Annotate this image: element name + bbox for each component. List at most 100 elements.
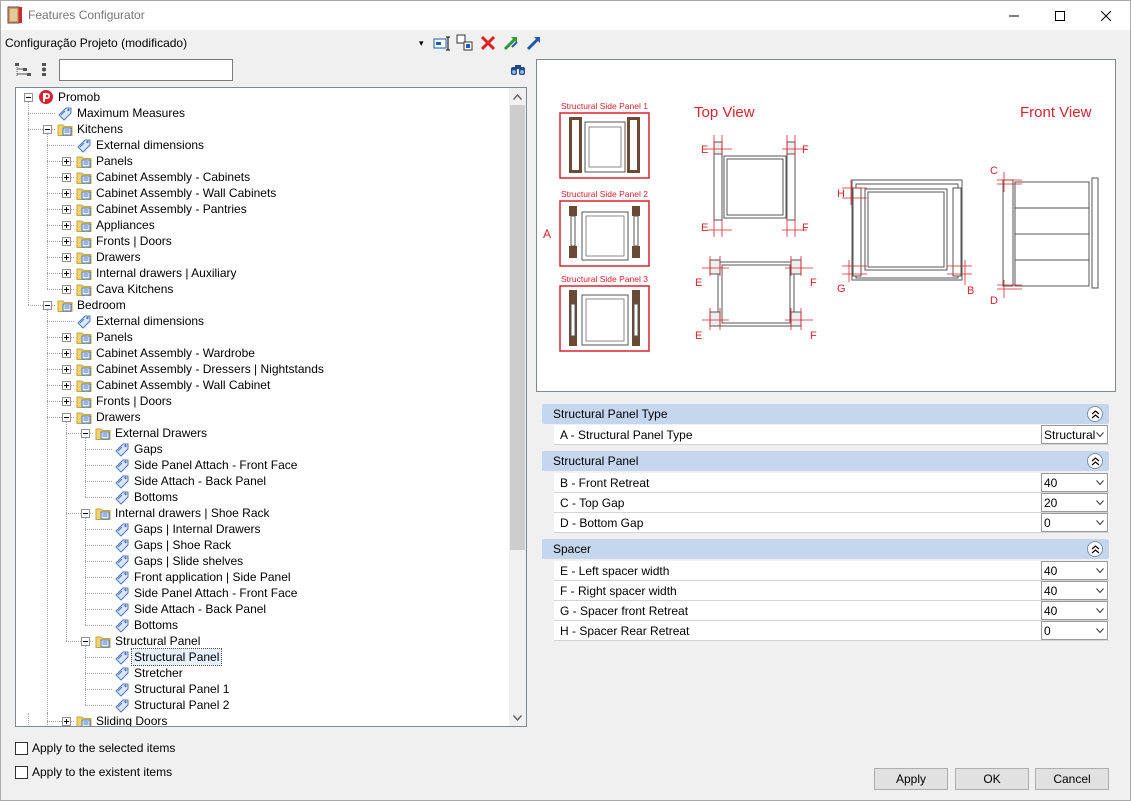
tree-node[interactable]: Cabinet Assembly - Wall Cabinets bbox=[16, 185, 510, 201]
collapse-node-icon[interactable] bbox=[43, 301, 52, 310]
binoculars-icon[interactable] bbox=[509, 61, 527, 79]
tree-node[interactable]: Side Attach - Back Panel bbox=[16, 601, 510, 617]
tree-node[interactable]: Appliances bbox=[16, 217, 510, 233]
scroll-thumb[interactable] bbox=[510, 105, 525, 550]
export-icon[interactable] bbox=[525, 34, 543, 52]
category-structural-panel[interactable]: Structural Panel bbox=[542, 451, 1109, 471]
category-structural-panel-type[interactable]: Structural Panel Type bbox=[542, 404, 1109, 424]
tree-node[interactable]: Kitchens bbox=[16, 121, 510, 137]
tree-node[interactable]: Panels bbox=[16, 329, 510, 345]
tree-node[interactable]: Sliding Doors bbox=[16, 713, 510, 726]
tree-node[interactable]: Stretcher bbox=[16, 665, 510, 681]
top-gap-select[interactable]: 20 bbox=[1041, 493, 1108, 512]
left-spacer-width-select[interactable]: 40 bbox=[1041, 561, 1108, 580]
bottom-gap-select[interactable]: 0 bbox=[1041, 513, 1108, 532]
minimize-button[interactable] bbox=[991, 1, 1037, 30]
delete-configuration-icon[interactable] bbox=[479, 34, 497, 52]
expand-node-icon[interactable] bbox=[62, 189, 71, 198]
tree-node[interactable]: Internal drawers | Shoe Rack bbox=[16, 505, 510, 521]
search-input[interactable] bbox=[59, 59, 233, 81]
right-spacer-width-select[interactable]: 40 bbox=[1041, 581, 1108, 600]
tree-node[interactable]: Gaps bbox=[16, 441, 510, 457]
expand-node-icon[interactable] bbox=[62, 221, 71, 230]
tree-node[interactable]: Internal drawers | Auxiliary bbox=[16, 265, 510, 281]
scroll-down-button[interactable] bbox=[509, 709, 526, 726]
apply-selected-checkbox[interactable] bbox=[15, 741, 28, 755]
apply-existent-checkbox[interactable] bbox=[15, 765, 28, 779]
tree-node[interactable]: Side Attach - Back Panel bbox=[16, 473, 510, 489]
collapse-node-icon[interactable] bbox=[24, 93, 33, 102]
collapse-chevron-icon[interactable] bbox=[1087, 541, 1103, 557]
import-icon[interactable] bbox=[502, 34, 520, 52]
cancel-button[interactable]: Cancel bbox=[1035, 768, 1109, 790]
maximize-button[interactable] bbox=[1037, 1, 1083, 30]
apply-existent-option[interactable]: Apply to the existent items bbox=[15, 764, 172, 780]
tree-node[interactable]: Drawers bbox=[16, 249, 510, 265]
tree-node[interactable]: External Drawers bbox=[16, 425, 510, 441]
tree-node[interactable]: Structural Panel 2 bbox=[16, 697, 510, 713]
tree-node[interactable]: External dimensions bbox=[16, 137, 510, 153]
tree-node[interactable]: Bottoms bbox=[16, 617, 510, 633]
category-spacer[interactable]: Spacer bbox=[542, 539, 1109, 559]
collapse-node-icon[interactable] bbox=[81, 637, 90, 646]
collapse-chevron-icon[interactable] bbox=[1087, 453, 1103, 469]
expand-node-icon[interactable] bbox=[62, 349, 71, 358]
tree-node[interactable]: Panels bbox=[16, 153, 510, 169]
expand-node-icon[interactable] bbox=[62, 253, 71, 262]
scroll-up-button[interactable] bbox=[509, 88, 526, 105]
expand-node-icon[interactable] bbox=[62, 269, 71, 278]
tree-node[interactable]: Structural Panel bbox=[16, 633, 510, 649]
tree-node[interactable]: Cabinet Assembly - Wall Cabinet bbox=[16, 377, 510, 393]
collapse-chevron-icon[interactable] bbox=[1087, 406, 1103, 422]
tree-node[interactable]: Bedroom bbox=[16, 297, 510, 313]
spacer-front-retreat-select[interactable]: 40 bbox=[1041, 601, 1108, 620]
tree-node[interactable]: Structural Panel 1 bbox=[16, 681, 510, 697]
ok-button[interactable]: OK bbox=[955, 768, 1029, 790]
collapse-tree-icon[interactable] bbox=[39, 61, 57, 79]
tree-node[interactable]: Fronts | Doors bbox=[16, 393, 510, 409]
apply-button[interactable]: Apply bbox=[874, 768, 948, 790]
expand-tree-icon[interactable] bbox=[14, 61, 32, 79]
expand-node-icon[interactable] bbox=[62, 237, 71, 246]
expand-node-icon[interactable] bbox=[62, 205, 71, 214]
expand-node-icon[interactable] bbox=[62, 717, 71, 726]
apply-selected-option[interactable]: Apply to the selected items bbox=[15, 740, 175, 756]
copy-configuration-icon[interactable] bbox=[456, 34, 474, 52]
tree-node[interactable]: Cabinet Assembly - Dressers | Nightstand… bbox=[16, 361, 510, 377]
tree-node[interactable]: Side Panel Attach - Front Face bbox=[16, 457, 510, 473]
collapse-node-icon[interactable] bbox=[81, 429, 90, 438]
tree-scrollbar[interactable] bbox=[509, 88, 526, 726]
tree-node[interactable]: Front application | Side Panel bbox=[16, 569, 510, 585]
expand-node-icon[interactable] bbox=[62, 365, 71, 374]
tree-node[interactable]: Fronts | Doors bbox=[16, 233, 510, 249]
tree-node[interactable]: External dimensions bbox=[16, 313, 510, 329]
expand-node-icon[interactable] bbox=[62, 285, 71, 294]
tree-node[interactable]: Cabinet Assembly - Pantries bbox=[16, 201, 510, 217]
expand-node-icon[interactable] bbox=[62, 333, 71, 342]
tree-node[interactable]: Side Panel Attach - Front Face bbox=[16, 585, 510, 601]
tree-node[interactable]: Cava Kitchens bbox=[16, 281, 510, 297]
tree-node[interactable]: Promob bbox=[16, 89, 510, 105]
collapse-node-icon[interactable] bbox=[81, 509, 90, 518]
configuration-dropdown[interactable]: ▾ bbox=[419, 38, 424, 48]
expand-node-icon[interactable] bbox=[62, 173, 71, 182]
tree-node[interactable]: Maximum Measures bbox=[16, 105, 510, 121]
tree-node[interactable]: Gaps | Slide shelves bbox=[16, 553, 510, 569]
expand-node-icon[interactable] bbox=[62, 157, 71, 166]
tree-node[interactable]: Bottoms bbox=[16, 489, 510, 505]
structural-panel-type-select[interactable]: Structural bbox=[1041, 425, 1108, 444]
expand-node-icon[interactable] bbox=[62, 397, 71, 406]
tree-node[interactable]: Gaps | Shoe Rack bbox=[16, 537, 510, 553]
tree-node[interactable]: Gaps | Internal Drawers bbox=[16, 521, 510, 537]
spacer-rear-retreat-select[interactable]: 0 bbox=[1041, 621, 1108, 640]
rename-configuration-icon[interactable] bbox=[433, 34, 451, 52]
front-retreat-select[interactable]: 40 bbox=[1041, 473, 1108, 492]
tree-node[interactable]: Structural Panel bbox=[16, 648, 510, 666]
close-button[interactable] bbox=[1083, 1, 1129, 30]
tree-node[interactable]: Drawers bbox=[16, 409, 510, 425]
collapse-node-icon[interactable] bbox=[62, 413, 71, 422]
expand-node-icon[interactable] bbox=[62, 381, 71, 390]
collapse-node-icon[interactable] bbox=[43, 125, 52, 134]
tree-node[interactable]: Cabinet Assembly - Wardrobe bbox=[16, 345, 510, 361]
